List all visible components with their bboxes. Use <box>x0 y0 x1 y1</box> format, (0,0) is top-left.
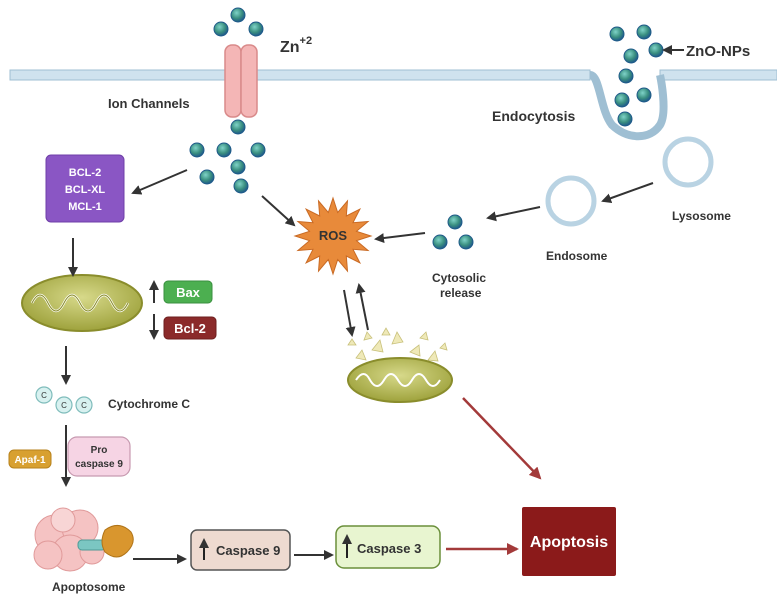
pathway-arrows <box>61 169 654 564</box>
nanoparticle-icon <box>199 169 215 185</box>
caspase3-label: Caspase 3 <box>357 541 421 556</box>
nanoparticle-icon <box>617 111 633 127</box>
apoptosome-label: Apoptosome <box>52 580 126 594</box>
mitochondrion <box>21 274 143 332</box>
bax-pill: Bax <box>163 280 213 304</box>
nanoparticle-icon <box>230 119 246 135</box>
cyt-bead-2: C <box>61 401 67 410</box>
nanoparticle-icon <box>230 159 246 175</box>
arrow-to-ros <box>261 195 296 227</box>
arrow-cytosol-to-ros <box>374 232 426 243</box>
bcl-box-line-3: MCL-1 <box>68 201 102 213</box>
ros-starburst: ROS <box>293 196 373 276</box>
nanoparticle-icon <box>458 234 474 250</box>
nanoparticle-icon <box>250 142 266 158</box>
arrow-endosome-to-cytosol <box>486 206 541 222</box>
endocytosis-label: Endocytosis <box>492 108 575 124</box>
cytochrome-c-label: Cytochrome C <box>108 397 190 411</box>
zn-charge-label: +2 <box>300 35 313 47</box>
procaspase9-line-2: caspase 9 <box>75 459 123 470</box>
apaf1-label: Apaf-1 <box>14 455 46 466</box>
procaspase9-line-1: Pro <box>91 445 108 456</box>
cyt-bead-1: C <box>41 391 47 400</box>
zno-nanoparticle-icons <box>189 7 704 250</box>
nanoparticle-icon <box>248 21 264 37</box>
arrow-lysosome-to-endosome <box>601 182 654 203</box>
nanoparticle-icon <box>618 68 634 84</box>
lysosome-vesicle <box>662 136 714 188</box>
bcl-box-line-2: BCL-XL <box>65 184 106 196</box>
bax-label: Bax <box>176 285 201 300</box>
apoptosome-icon <box>33 507 134 572</box>
nanoparticle-icon <box>230 7 246 23</box>
apaf1-pill: Apaf-1 <box>8 449 52 469</box>
caspase3-box: Caspase 3 <box>335 525 441 569</box>
nanoparticle-icon <box>648 42 664 58</box>
nanoparticle-icon <box>636 24 652 40</box>
ion-channel <box>224 44 258 118</box>
bcl-box-line-1: BCL-2 <box>69 167 101 179</box>
apoptosis-label: Apoptosis <box>530 534 608 551</box>
lysosome-label: Lysosome <box>672 209 731 223</box>
bcl2-label: Bcl-2 <box>174 321 206 336</box>
nanoparticle-icon <box>233 178 249 194</box>
nanoparticle-icon <box>216 142 232 158</box>
endosome-vesicle <box>545 175 597 227</box>
bcl-family-box: BCL-2 BCL-XL MCL-1 <box>45 154 125 223</box>
cyt-bead-3: C <box>81 401 87 410</box>
nanoparticle-icon <box>623 48 639 64</box>
cytosolic-release-label: Cytosolic release <box>432 271 489 300</box>
damaged-mitochondrion <box>347 327 453 403</box>
nanoparticle-icon <box>213 21 229 37</box>
procaspase9-box: Pro caspase 9 <box>67 436 131 477</box>
arrow-mito-to-apoptosis <box>462 397 542 480</box>
nanoparticle-icon <box>447 214 463 230</box>
endosome-label: Endosome <box>546 249 608 263</box>
zno-nps-label: ZnO-NPs <box>686 43 750 60</box>
nanoparticle-icon <box>432 234 448 250</box>
caspase9-box: Caspase 9 <box>190 529 291 571</box>
nanoparticle-icon <box>189 142 205 158</box>
arrow-ros-down <box>343 289 356 337</box>
arrow-to-bcl <box>131 169 188 195</box>
cell-membrane <box>9 69 777 141</box>
nanoparticle-icon <box>614 92 630 108</box>
cytochrome-c-beads: C C C <box>35 386 93 414</box>
caspase9-label: Caspase 9 <box>216 543 280 558</box>
zn-ion-label: Zn+2 <box>280 35 312 56</box>
ion-channels-label: Ion Channels <box>108 96 190 111</box>
apoptosis-box: Apoptosis <box>522 507 616 576</box>
endocytosis-pocket <box>588 71 668 141</box>
nanoparticle-icon <box>636 87 652 103</box>
nanoparticle-icon <box>609 26 625 42</box>
ros-label: ROS <box>319 228 348 243</box>
bcl2-pill: Bcl-2 <box>163 316 217 340</box>
arrow-ros-up <box>355 283 369 331</box>
